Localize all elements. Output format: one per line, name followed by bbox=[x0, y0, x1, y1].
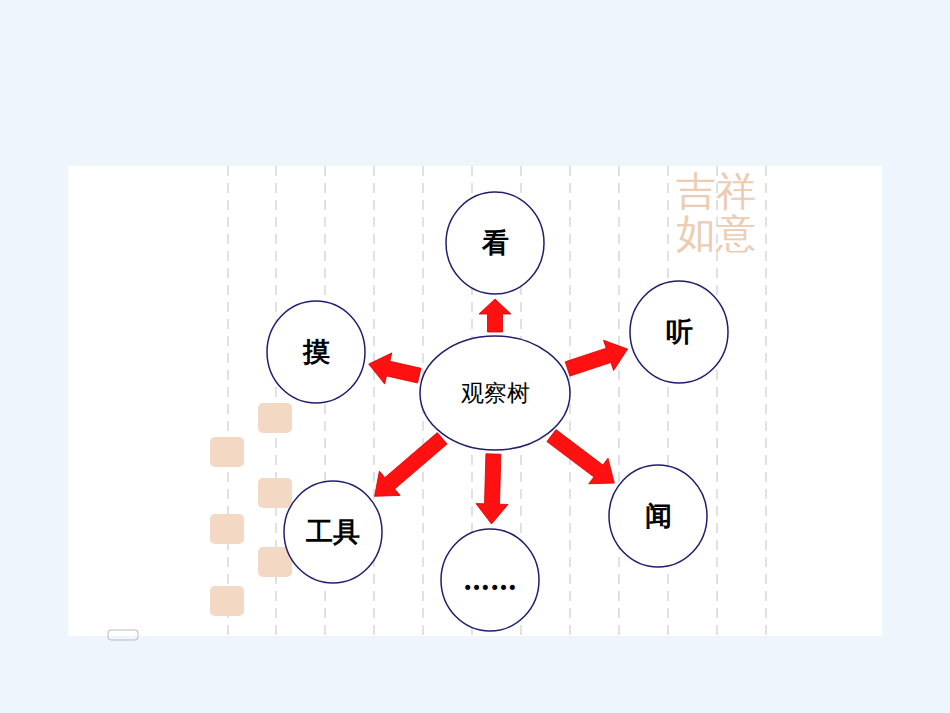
block-arrow bbox=[476, 454, 508, 524]
block-arrow bbox=[375, 433, 448, 497]
node-text: 摸 bbox=[303, 334, 330, 370]
sense-circle: 摸 bbox=[266, 300, 366, 404]
corner-mark bbox=[108, 630, 138, 640]
sense-circle: 看 bbox=[445, 191, 545, 295]
sense-circle: …… bbox=[440, 528, 540, 632]
node-text: 看 bbox=[482, 225, 509, 261]
seal-stamps bbox=[210, 403, 292, 616]
block-arrow bbox=[565, 340, 627, 376]
sense-circle: 闻 bbox=[608, 464, 708, 568]
sense-circle: 工具 bbox=[283, 480, 383, 584]
watermark: 吉祥如意 bbox=[672, 170, 760, 254]
dashed-guides bbox=[228, 166, 766, 636]
node-text: 工具 bbox=[306, 514, 360, 550]
node-text: 听 bbox=[666, 314, 693, 350]
arrow-shape bbox=[369, 353, 421, 384]
sense-circle: 听 bbox=[629, 280, 729, 384]
arrow-shape bbox=[547, 430, 614, 484]
block-arrow bbox=[479, 299, 511, 332]
node-text: 观察树 bbox=[461, 378, 530, 409]
center-ellipse: 观察树 bbox=[419, 335, 571, 451]
arrow-shape bbox=[565, 340, 627, 376]
arrow-shape bbox=[479, 299, 511, 332]
arrow-shape bbox=[476, 454, 508, 524]
node-text: 闻 bbox=[645, 498, 672, 534]
block-arrow bbox=[369, 353, 421, 384]
node-text: …… bbox=[463, 565, 517, 596]
block-arrow bbox=[547, 430, 614, 484]
arrow-shape bbox=[375, 433, 448, 497]
